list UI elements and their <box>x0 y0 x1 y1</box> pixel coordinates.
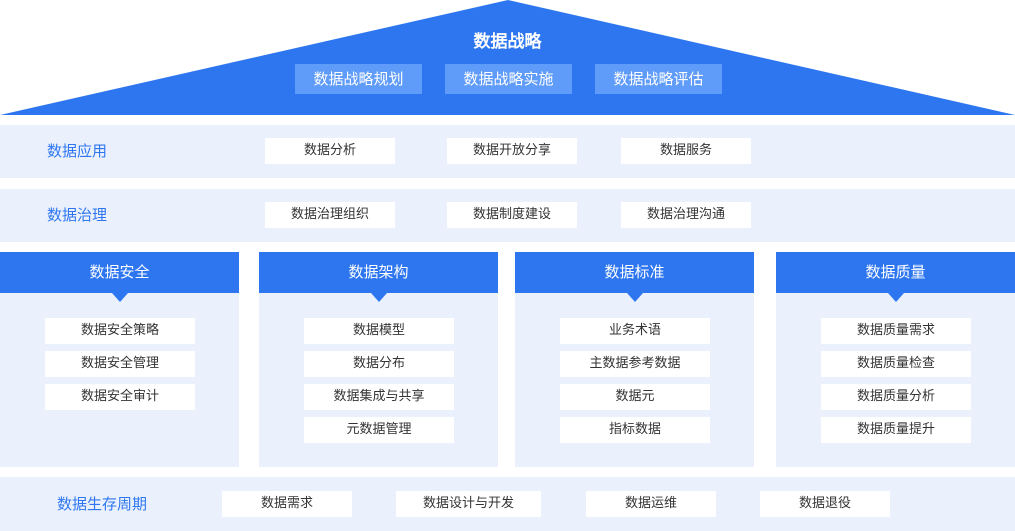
pillar-title: 数据标准 <box>604 263 665 281</box>
pillar-quality: 数据质量 数据质量需求 数据质量检查 数据质量分析 数据质量提升 <box>776 252 1015 467</box>
pillar-item: 数据质量提升 <box>821 417 971 443</box>
governance-item: 数据治理沟通 <box>621 202 751 228</box>
pillar-architecture: 数据架构 数据模型 数据分布 数据集成与共享 元数据管理 <box>259 252 498 467</box>
governance-label: 数据治理 <box>47 206 108 224</box>
pillar-item: 数据元 <box>560 384 710 410</box>
pillar-item: 主数据参考数据 <box>560 351 710 377</box>
down-arrow-icon <box>111 293 128 302</box>
lifecycle-label: 数据生存周期 <box>57 495 148 513</box>
pillar-item: 数据安全策略 <box>45 318 195 344</box>
application-item: 数据分析 <box>265 138 395 164</box>
down-arrow-icon <box>887 293 904 302</box>
pillar-item: 数据质量检查 <box>821 351 971 377</box>
strategy-item-evaluate: 数据战略评估 <box>595 64 722 94</box>
pillar-item: 数据质量分析 <box>821 384 971 410</box>
roof-triangle <box>0 0 1015 115</box>
pillar-standards: 数据标准 业务术语 主数据参考数据 数据元 指标数据 <box>515 252 754 467</box>
pillar-item: 数据分布 <box>304 351 454 377</box>
strategy-roof: 数据战略 数据战略规划 数据战略实施 数据战略评估 <box>0 0 1015 115</box>
governance-item: 数据制度建设 <box>447 202 577 228</box>
strategy-item-implement: 数据战略实施 <box>445 64 572 94</box>
pillar-header: 数据标准 <box>515 252 754 302</box>
pillar-item: 数据集成与共享 <box>304 384 454 410</box>
application-label: 数据应用 <box>47 142 108 160</box>
pillar-item: 数据安全管理 <box>45 351 195 377</box>
down-arrow-icon <box>626 293 643 302</box>
pillar-header: 数据架构 <box>259 252 498 302</box>
application-band: 数据应用 数据分析 数据开放分享 数据服务 <box>0 125 1015 178</box>
governance-item: 数据治理组织 <box>265 202 395 228</box>
down-arrow-icon <box>370 293 387 302</box>
lifecycle-item: 数据需求 <box>222 491 352 517</box>
pillar-header: 数据安全 <box>0 252 239 302</box>
pillar-item: 指标数据 <box>560 417 710 443</box>
governance-band: 数据治理 数据治理组织 数据制度建设 数据治理沟通 <box>0 189 1015 242</box>
pillar-title: 数据安全 <box>89 263 150 281</box>
pillar-item: 数据安全审计 <box>45 384 195 410</box>
pillar-item: 数据模型 <box>304 318 454 344</box>
application-item: 数据开放分享 <box>447 138 577 164</box>
pillar-item: 元数据管理 <box>304 417 454 443</box>
lifecycle-item: 数据设计与开发 <box>396 491 541 517</box>
pillar-item: 业务术语 <box>560 318 710 344</box>
pillar-header: 数据质量 <box>776 252 1015 302</box>
application-item: 数据服务 <box>621 138 751 164</box>
strategy-item-plan: 数据战略规划 <box>295 64 422 94</box>
pillar-title: 数据质量 <box>865 263 926 281</box>
lifecycle-item: 数据退役 <box>760 491 890 517</box>
lifecycle-item: 数据运维 <box>586 491 716 517</box>
pillar-security: 数据安全 数据安全策略 数据安全管理 数据安全审计 <box>0 252 239 467</box>
lifecycle-band: 数据生存周期 数据需求 数据设计与开发 数据运维 数据退役 <box>0 477 1015 531</box>
pillar-title: 数据架构 <box>348 263 409 281</box>
strategy-title: 数据战略 <box>473 32 542 52</box>
pillar-item: 数据质量需求 <box>821 318 971 344</box>
